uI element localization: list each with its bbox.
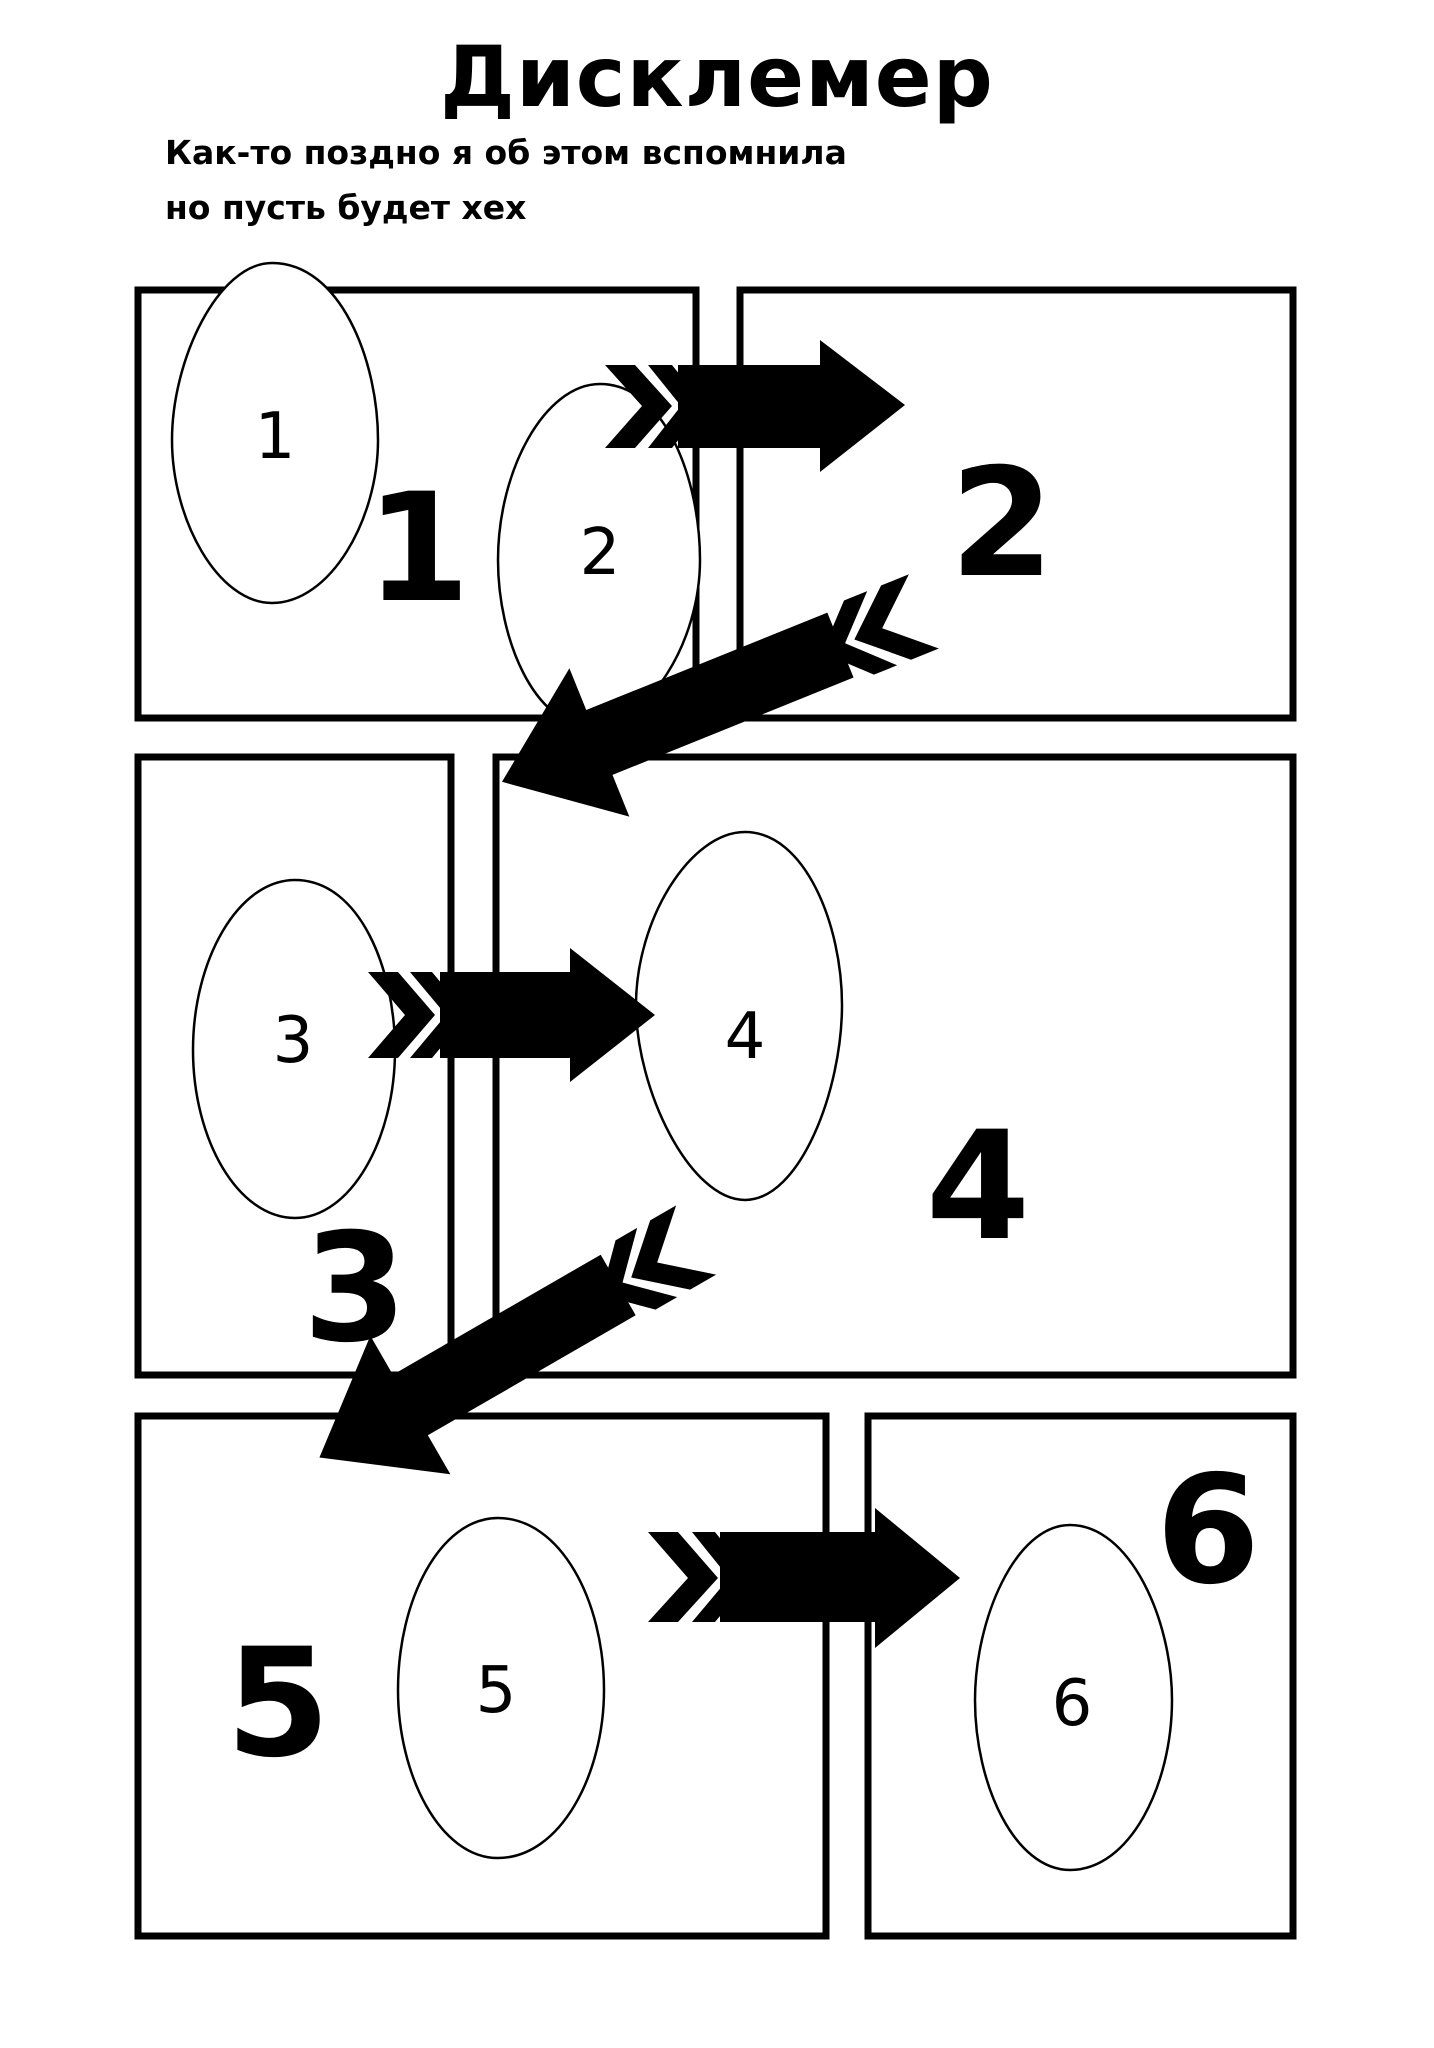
page-title: Дисклемер — [440, 28, 994, 126]
panel-number-6: 6 — [1156, 1444, 1260, 1618]
bubble-1: 1 — [170, 261, 380, 605]
note-line-2: но пусть будет хех — [165, 188, 527, 227]
panel-number-3: 3 — [303, 1202, 407, 1376]
bubble-5-label: 5 — [476, 1654, 517, 1728]
bubble-1-label: 1 — [255, 400, 296, 474]
bubble-3-label: 3 — [273, 1004, 314, 1078]
bubble-5: 5 — [396, 1516, 606, 1860]
note-line-1: Как-то поздно я об этом вспомнила — [165, 133, 847, 172]
bubble-4-label: 4 — [725, 1000, 766, 1074]
panel-4 — [492, 753, 1297, 1379]
bubble-6: 6 — [973, 1523, 1174, 1872]
bubble-4: 4 — [634, 830, 844, 1202]
panel-number-2: 2 — [950, 437, 1054, 611]
arrow-right-icon — [368, 948, 655, 1082]
panel-3 — [134, 753, 455, 1379]
arrow-right-icon — [648, 1508, 960, 1648]
bubble-3: 3 — [191, 878, 397, 1220]
bubble-6-label: 6 — [1052, 1667, 1093, 1741]
panel-number-4: 4 — [926, 1100, 1030, 1274]
panel-number-1: 1 — [366, 462, 470, 636]
arrow-down-left-icon — [319, 1205, 717, 1475]
panel-number-5: 5 — [226, 1617, 330, 1791]
arrow-right-icon — [605, 340, 905, 472]
bubble-2: 2 — [496, 382, 702, 728]
bubble-2-label: 2 — [580, 516, 621, 590]
arrow-down-left-icon — [502, 574, 939, 817]
